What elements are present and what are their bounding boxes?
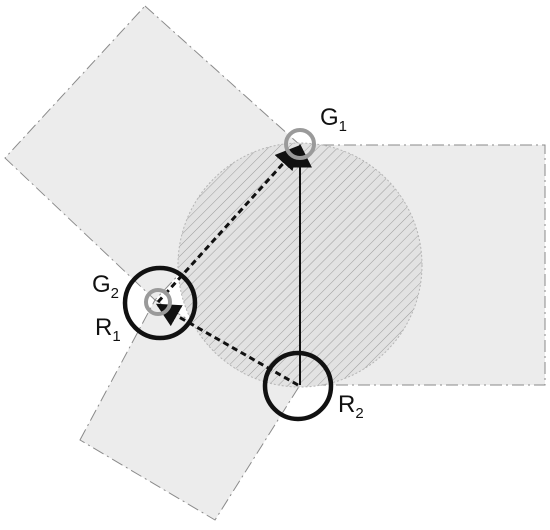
label-r1: R1 [95, 314, 121, 345]
label-g2: G2 [92, 271, 119, 302]
r1-marker [122, 265, 198, 341]
g2-marker [144, 288, 172, 316]
r2-marker [262, 350, 334, 422]
label-r2: R2 [338, 391, 364, 422]
label-g1: G1 [320, 104, 347, 135]
g1-marker [284, 128, 316, 160]
arrow-r2-to-r1 [155, 303, 299, 387]
